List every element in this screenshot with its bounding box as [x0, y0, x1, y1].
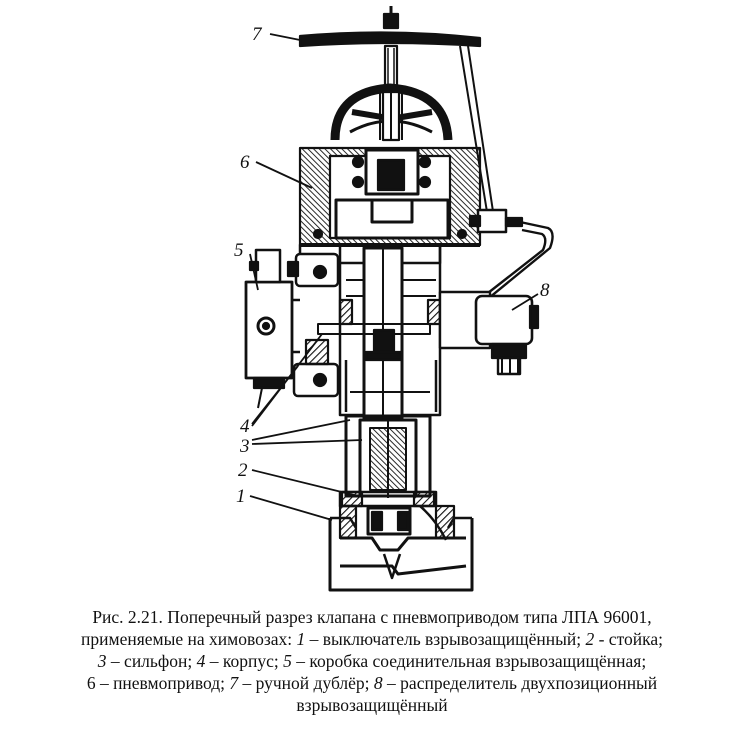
caption-number: 3 [97, 651, 107, 671]
callout-5: 5 [234, 240, 244, 261]
caption-text: – ручной дублёр; [238, 673, 374, 693]
caption-text: - стойка; [594, 629, 663, 649]
limit-switch-upper [286, 252, 340, 288]
callout-7: 7 [252, 24, 263, 45]
caption-text: – коробка соединительная взрывозащищённа… [291, 651, 647, 671]
valve-cross-section-diagram: 7 6 5 8 4 3 2 1 [234, 6, 554, 592]
caption-number: 4 [196, 651, 206, 671]
caption-text: применяемые на химовозах: [81, 629, 297, 649]
valve-drawing [244, 6, 554, 592]
caption-text: 6 – пневмопривод; [86, 673, 230, 693]
callout-2: 2 [238, 460, 248, 481]
handwheel [298, 6, 495, 219]
caption-text: – распределитель двухпозиционный [382, 673, 658, 693]
caption-number: 8 [373, 673, 383, 693]
callout-4: 4 [240, 416, 250, 437]
caption-line-5: взрывозащищённый [296, 695, 448, 715]
callout-leaders [249, 33, 539, 521]
callout-6: 6 [240, 152, 250, 173]
valve-body [328, 504, 474, 592]
caption-number: 5 [283, 651, 292, 671]
junction-box [244, 248, 300, 409]
caption-text: – сильфон; [106, 651, 197, 671]
caption-line-1: Рис. 2.21. Поперечный разрез клапана с п… [92, 607, 652, 627]
callout-1: 1 [236, 486, 246, 507]
caption-number: 7 [229, 673, 239, 693]
valve-yoke [298, 243, 442, 420]
caption-text: – выключатель взрывозащищённый; [305, 629, 586, 649]
caption-number: 1 [296, 629, 306, 649]
caption-line-4: 6 – пневмопривод; 7 – ручной дублёр; 8 –… [10, 672, 734, 694]
callout-labels: 7 6 5 8 4 3 2 1 [234, 24, 550, 507]
limit-switch-lower [292, 338, 340, 398]
caption-text: – корпус; [205, 651, 284, 671]
caption-line-3: 3 – сильфон; 4 – корпус; 5 – коробка сое… [10, 650, 734, 672]
actuator-dome [330, 83, 453, 142]
figure-caption: Рис. 2.21. Поперечный разрез клапана с п… [10, 606, 734, 716]
caption-line-2: применяемые на химовозах: 1 – выключател… [10, 628, 734, 650]
pneumatic-actuator-body [298, 146, 524, 247]
callout-8: 8 [540, 280, 550, 301]
callout-3: 3 [239, 436, 250, 457]
caption-number: 2 [585, 629, 595, 649]
distributor [438, 290, 540, 376]
bellows-housing [338, 414, 438, 508]
